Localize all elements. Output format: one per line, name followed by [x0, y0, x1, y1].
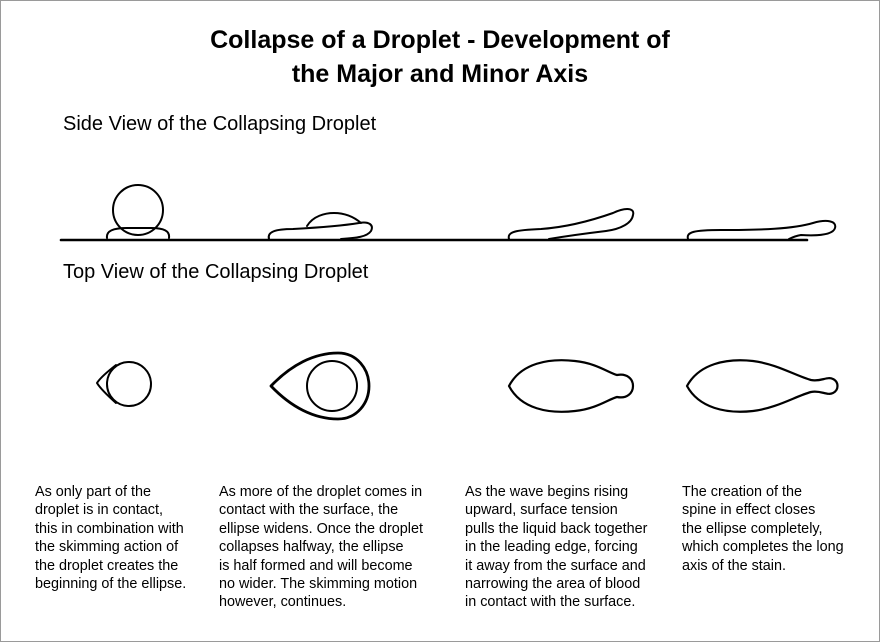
caption-line: droplet is in contact, — [35, 501, 186, 519]
side-droplet-stage-1 — [107, 185, 169, 238]
caption-line: upward, surface tension — [465, 501, 647, 519]
side-droplet-stage-3 — [509, 209, 634, 239]
caption-line: axis of the stain. — [682, 557, 844, 575]
caption-stage-4: The creation of the spine in effect clos… — [682, 483, 844, 575]
caption-line: the ellipse completely, — [682, 520, 844, 538]
side-droplet-stage-2 — [269, 213, 372, 239]
caption-line: which completes the long — [682, 538, 844, 556]
caption-line: pulls the liquid back together — [465, 520, 647, 538]
caption-line: contact with the surface, the — [219, 501, 423, 519]
caption-line: spine in effect closes — [682, 501, 844, 519]
side-droplet-stage-4 — [688, 221, 836, 239]
caption-line: in the leading edge, forcing — [465, 538, 647, 556]
caption-line: the droplet creates the — [35, 557, 186, 575]
top-droplet-stage-4 — [687, 360, 838, 411]
caption-stage-2: As more of the droplet comes in contact … — [219, 483, 423, 612]
caption-line: no wider. The skimming motion — [219, 575, 423, 593]
caption-line: As more of the droplet comes in — [219, 483, 423, 501]
caption-line: it away from the surface and — [465, 557, 647, 575]
caption-line: however, continues. — [219, 593, 423, 611]
caption-line: in contact with the surface. — [465, 593, 647, 611]
top-droplet-stage-2 — [271, 353, 369, 419]
top-droplet-stage-1 — [97, 362, 151, 406]
caption-line: The creation of the — [682, 483, 844, 501]
caption-line: this in combination with — [35, 520, 186, 538]
caption-line: is half formed and will become — [219, 557, 423, 575]
top-droplet-stage-3 — [509, 360, 633, 412]
caption-line: beginning of the ellipse. — [35, 575, 186, 593]
caption-line: As the wave begins rising — [465, 483, 647, 501]
caption-line: collapses halfway, the ellipse — [219, 538, 423, 556]
caption-line: narrowing the area of blood — [465, 575, 647, 593]
caption-line: As only part of the — [35, 483, 186, 501]
caption-stage-1: As only part of the droplet is in contac… — [35, 483, 186, 593]
caption-line: ellipse widens. Once the droplet — [219, 520, 423, 538]
caption-line: the skimming action of — [35, 538, 186, 556]
caption-stage-3: As the wave begins rising upward, surfac… — [465, 483, 647, 612]
